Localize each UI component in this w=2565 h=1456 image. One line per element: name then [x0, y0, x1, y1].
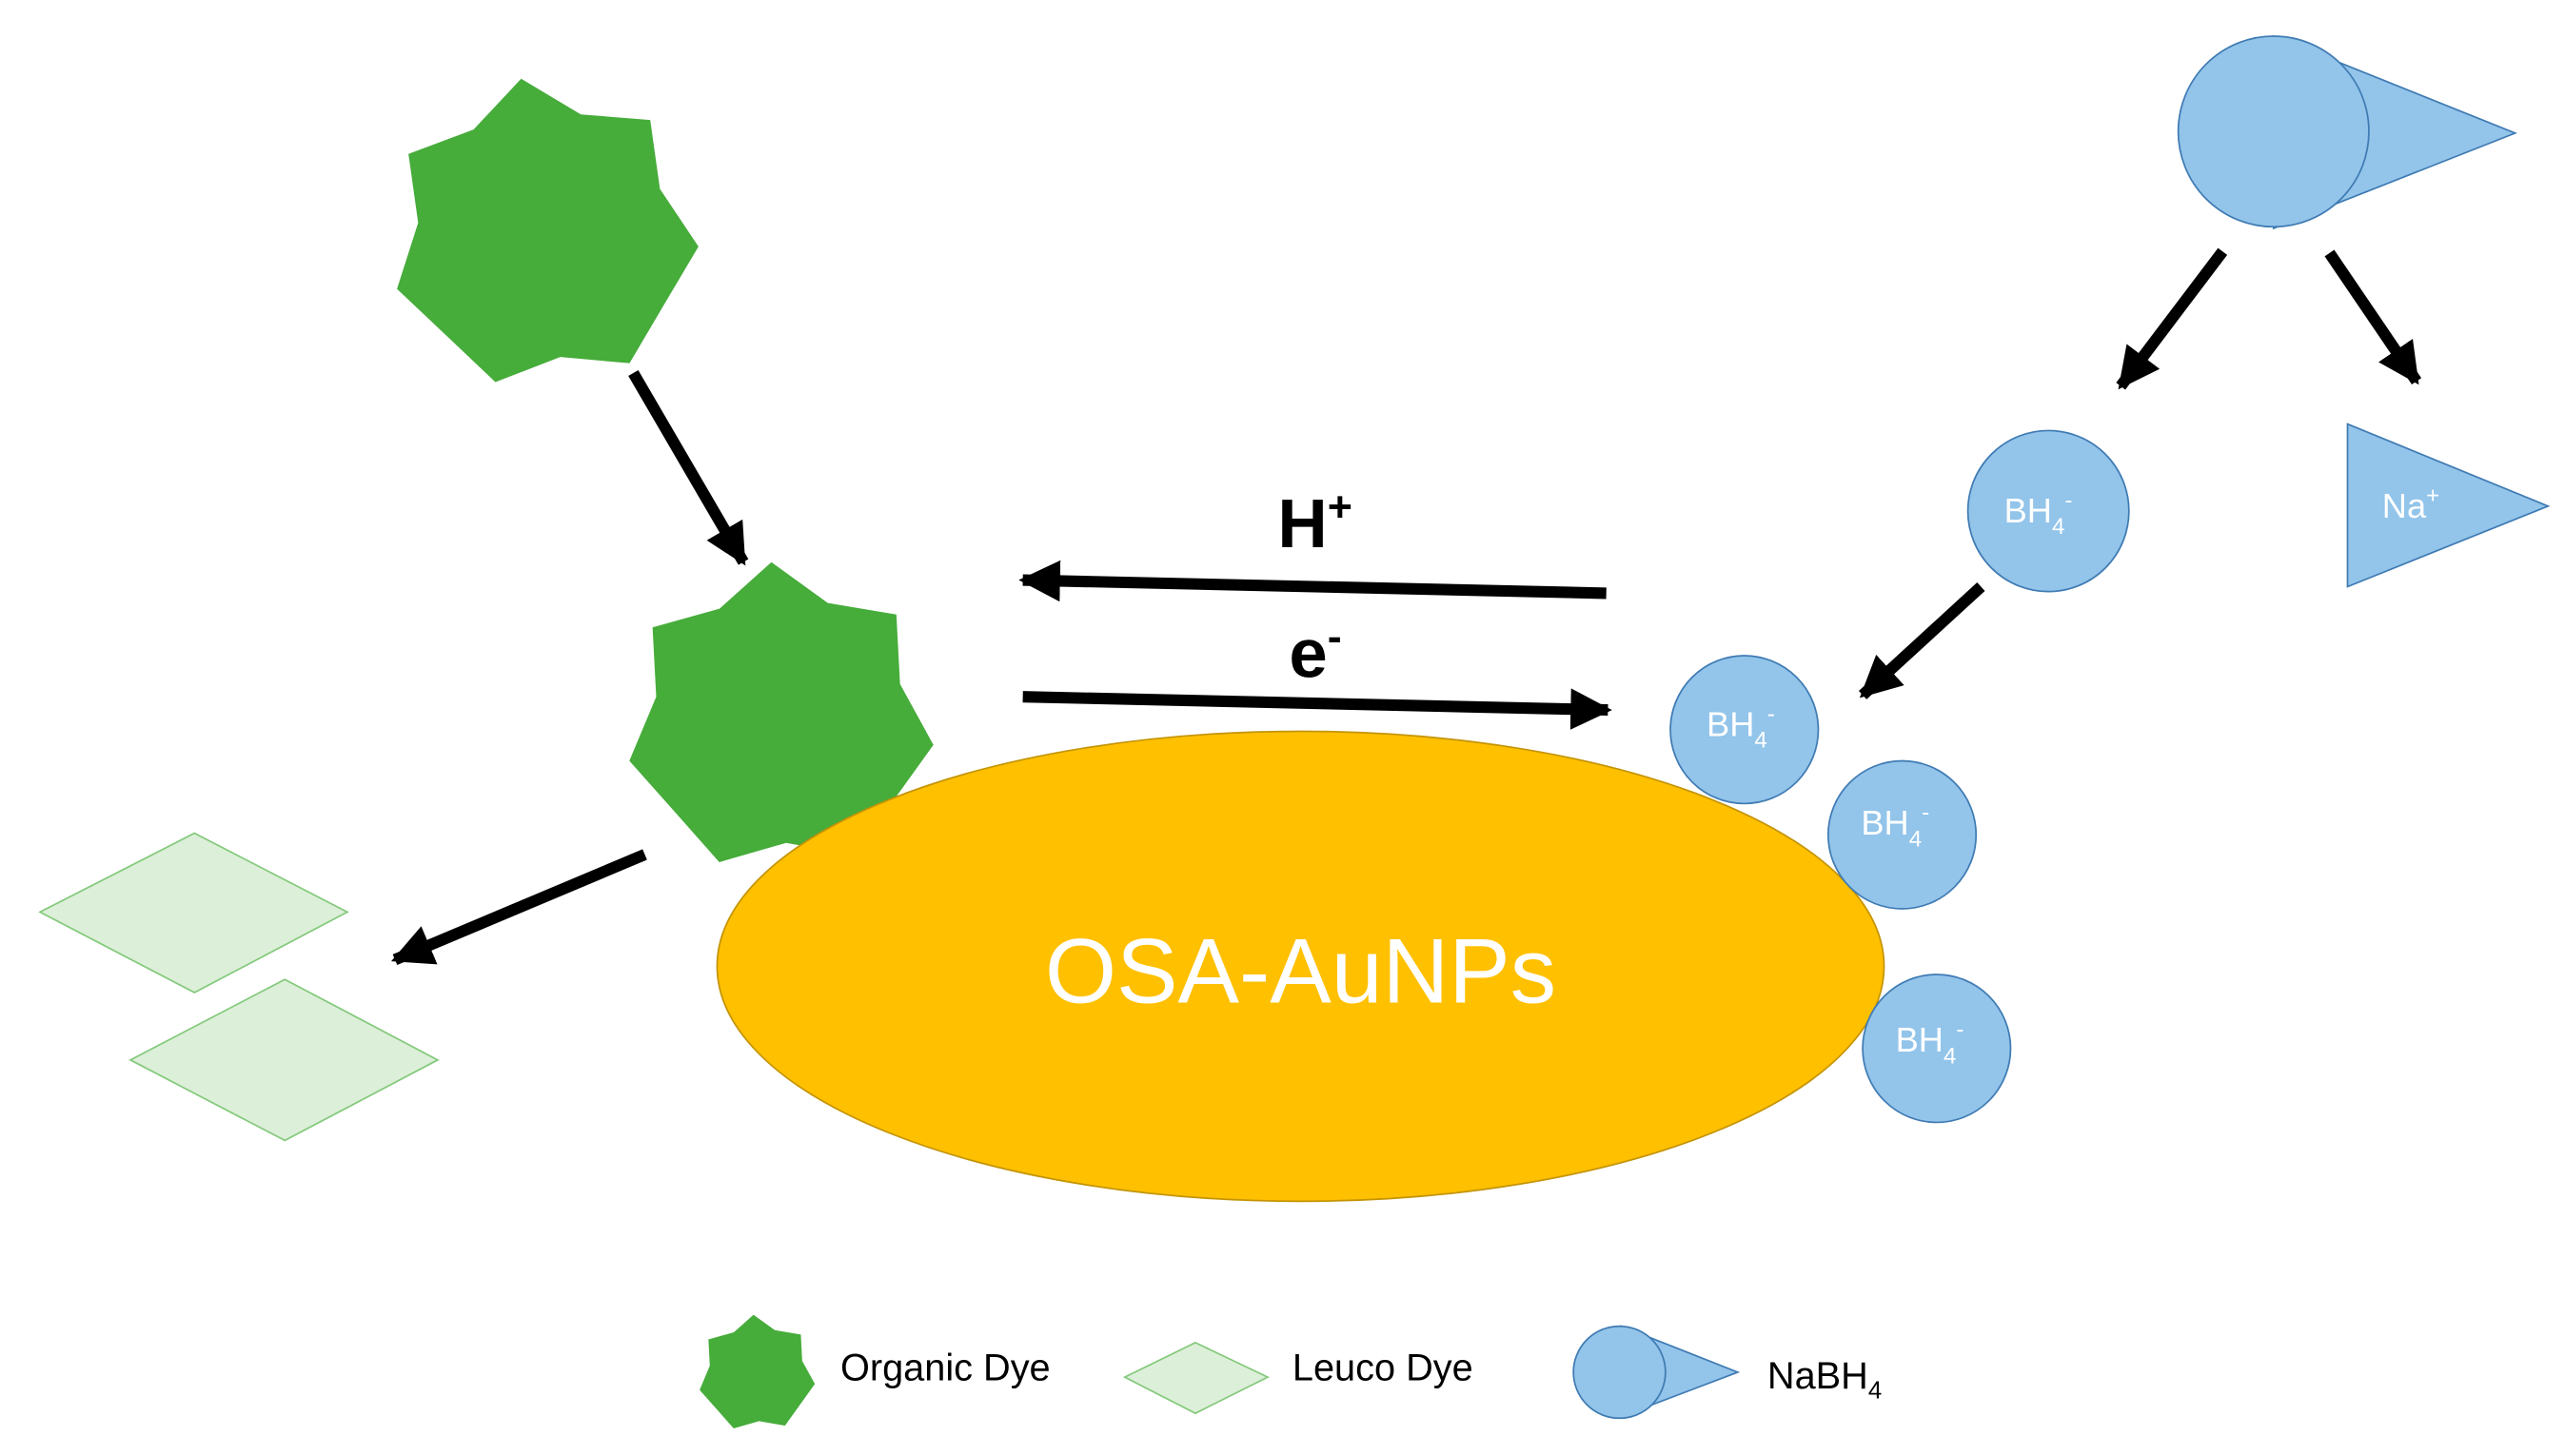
bh4-base: BH: [1707, 705, 1754, 744]
bh4-ion-free-label: BH4-: [2004, 488, 2073, 541]
bh4-ion-adsorbed-1: [1669, 655, 1820, 805]
bh4-sub: 4: [1909, 826, 1922, 852]
diamond-icon: [1122, 1341, 1270, 1415]
electron-charge: -: [1328, 612, 1342, 660]
bh4-ion-adsorbed-3-label: BH4-: [1896, 1017, 1964, 1070]
leuco-dye-diamond-2: [128, 978, 440, 1142]
particle-label: OSA-AuNPs: [1045, 919, 1556, 1022]
arrow-to-leuco-dye: [390, 849, 647, 966]
legend-label-organic-dye: Organic Dye: [840, 1348, 1051, 1389]
nabh4-molecule-circle: [2177, 35, 2370, 228]
bh4-ion-adsorbed-2: [1826, 759, 1978, 910]
legend-nabh4-sub: 4: [1868, 1378, 1882, 1405]
arrow-nabh4-to-na: [2324, 249, 2422, 385]
bh4-ion-adsorbed-1-label: BH4-: [1707, 701, 1775, 754]
bh4-sup: -: [1922, 800, 1929, 826]
na-ion-label: Na+: [2382, 482, 2439, 525]
leuco-dye-diamond-1: [38, 832, 349, 994]
arrow-dye-to-surface: [628, 369, 749, 566]
proton-charge: +: [1328, 482, 1352, 530]
arrow-bh4-to-surface: [1858, 582, 1985, 699]
bh4-sub: 4: [1754, 728, 1766, 754]
na-ion-triangle: [2346, 423, 2551, 588]
organic-dye-star-middle: [620, 554, 939, 866]
arrow-nabh4-to-bh4: [2116, 247, 2228, 390]
legend-label-leuco-dye: Leuco Dye: [1292, 1348, 1473, 1389]
na-sup: +: [2426, 482, 2439, 508]
bh4-sub: 4: [2052, 514, 2064, 540]
na-base: Na: [2382, 486, 2427, 525]
legend-nabh4-base: NaBH: [1767, 1355, 1868, 1397]
bh4-ion-adsorbed-2-label: BH4-: [1861, 800, 1929, 853]
bh4-sup: -: [1956, 1017, 1963, 1043]
gold-nanoparticle: [716, 730, 1885, 1203]
proton-label: H+: [1277, 482, 1352, 562]
bh4-sup: -: [1767, 701, 1775, 727]
bh4-sub: 4: [1943, 1043, 1956, 1069]
proton-symbol: H: [1277, 485, 1327, 562]
bh4-ion-free: [1966, 429, 2130, 593]
bh4-base: BH: [2004, 491, 2052, 530]
electron-label: e-: [1289, 612, 1341, 693]
legend-label-nabh4: NaBH4: [1767, 1355, 1882, 1404]
bh4-ion-adsorbed-3: [1862, 974, 2012, 1124]
star-icon: [696, 1311, 817, 1429]
legend: Organic Dye Leuco Dye NaBH4: [696, 1311, 1882, 1429]
circle-cone-icon: [1572, 1325, 1741, 1420]
electron-symbol: e: [1289, 615, 1327, 692]
legend-circle: [1572, 1325, 1667, 1420]
arrow-proton-transfer: [1018, 560, 1607, 602]
bh4-base: BH: [1861, 803, 1908, 842]
bh4-base: BH: [1896, 1020, 1943, 1059]
arrow-electron-transfer: [1022, 688, 1612, 730]
organic-dye-star-top: [370, 58, 713, 394]
bh4-sup: -: [2064, 488, 2072, 514]
